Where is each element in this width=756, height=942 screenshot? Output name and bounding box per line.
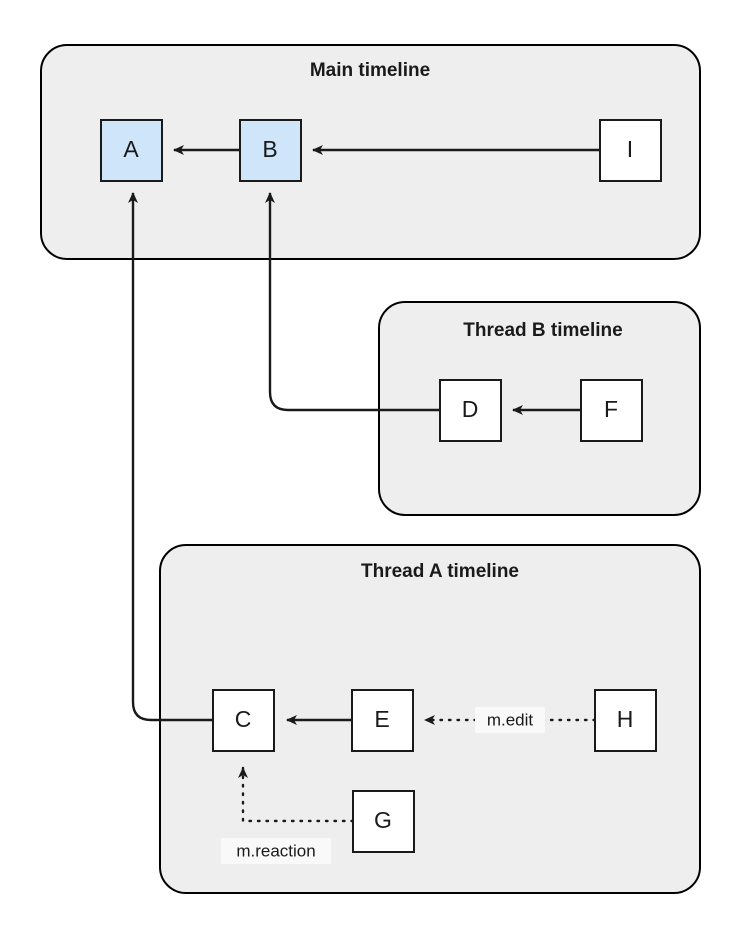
node-b-box[interactable] xyxy=(239,119,302,182)
panel-main-timeline-frame xyxy=(40,44,701,260)
node-a-box[interactable] xyxy=(100,119,163,182)
node-d-box[interactable] xyxy=(439,379,502,442)
node-c-box[interactable] xyxy=(212,689,275,752)
edge-label-m-edit: m.edit xyxy=(487,710,534,729)
node-e-label: E xyxy=(374,706,389,732)
panel-main-timeline-title: Main timeline xyxy=(310,60,430,81)
node-h-box[interactable] xyxy=(594,689,657,752)
panel-thread-b-timeline-frame xyxy=(378,301,701,516)
edge-label-m-edit-background xyxy=(475,707,545,733)
node-g[interactable]: G xyxy=(352,790,415,853)
node-a-label: A xyxy=(123,136,139,162)
node-f-label: F xyxy=(604,396,618,422)
panel-thread-a-timeline-title: Thread A timeline xyxy=(361,561,519,582)
panel-main-timeline: Main timeline xyxy=(40,44,701,260)
node-i-box[interactable] xyxy=(599,119,662,182)
edge-label-m-reaction: m.reaction xyxy=(236,841,315,860)
node-a[interactable]: A xyxy=(100,119,163,182)
node-d-label: D xyxy=(462,396,479,422)
node-h[interactable]: H xyxy=(594,689,657,752)
node-d[interactable]: D xyxy=(439,379,502,442)
node-b[interactable]: B xyxy=(239,119,302,182)
node-e[interactable]: E xyxy=(351,689,414,752)
node-e-box[interactable] xyxy=(351,689,414,752)
node-i-label: I xyxy=(627,136,633,162)
edge-label-m-reaction-background xyxy=(221,838,331,864)
node-f-box[interactable] xyxy=(580,379,643,442)
node-f[interactable]: F xyxy=(580,379,643,442)
node-c-label: C xyxy=(235,706,252,732)
node-g-box[interactable] xyxy=(352,790,415,853)
panel-thread-b-timeline-title: Thread B timeline xyxy=(463,320,622,341)
panel-thread-b-timeline: Thread B timeline xyxy=(378,301,701,516)
edge-c-to-a xyxy=(128,192,213,722)
node-b-label: B xyxy=(262,136,277,162)
node-h-label: H xyxy=(617,706,634,732)
edge-d-to-b xyxy=(265,192,440,412)
node-c[interactable]: C xyxy=(212,689,275,752)
edge-g-to-c xyxy=(238,766,355,823)
node-g-label: G xyxy=(374,807,392,833)
node-i[interactable]: I xyxy=(599,119,662,182)
